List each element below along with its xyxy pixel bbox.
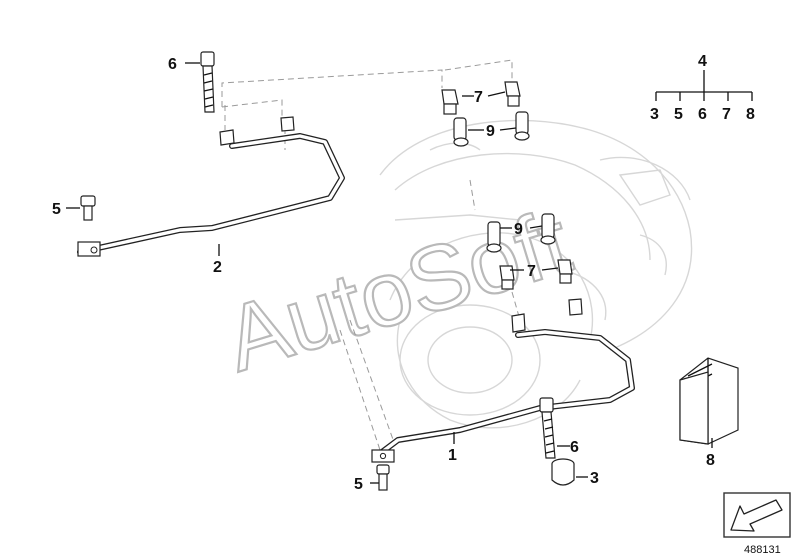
callout-labels: 6 7 9 5 2 9 7 1 6 3 5 8	[52, 56, 715, 493]
kit-parent-label: 4	[698, 53, 707, 70]
callout-7-top: 7	[474, 89, 483, 106]
callout-3-bottom: 3	[590, 470, 599, 487]
callout-5-bottom: 5	[354, 476, 363, 493]
callout-7-mid: 7	[527, 263, 536, 280]
fittings-upper	[219, 81, 530, 147]
leader-lines	[66, 62, 713, 484]
callout-6-top: 6	[168, 56, 177, 73]
callout-2: 2	[213, 259, 222, 276]
bolt-short-bottom	[376, 464, 390, 491]
callout-1: 1	[448, 447, 457, 464]
arrow-icon	[730, 499, 783, 532]
diagram-number: 488131	[744, 544, 781, 556]
oil-line-lower	[371, 329, 635, 463]
callout-9-mid: 9	[514, 221, 523, 238]
callout-8-book: 8	[706, 452, 715, 469]
kit-child-label: 6	[698, 106, 707, 123]
kit-child-label: 7	[722, 106, 731, 123]
kit-child-label: 5	[674, 106, 683, 123]
callout-6-bottom: 6	[570, 439, 579, 456]
bolt-short-left	[80, 195, 96, 221]
callout-5-left: 5	[52, 201, 61, 218]
bolt-long-bottom	[539, 397, 556, 459]
manual-booklet-icon	[679, 357, 739, 445]
kit-tree: 4 3 5 6 7 8	[650, 53, 755, 123]
bolt-long-top	[200, 51, 215, 113]
kit-child-label: 8	[746, 106, 755, 123]
next-page-arrow-button[interactable]	[723, 492, 791, 538]
kit-child-label: 3	[650, 106, 659, 123]
callout-9-top: 9	[486, 123, 495, 140]
cap-nut	[551, 458, 575, 486]
oil-line-upper	[77, 133, 345, 257]
assembly-guide-lines	[221, 59, 579, 451]
